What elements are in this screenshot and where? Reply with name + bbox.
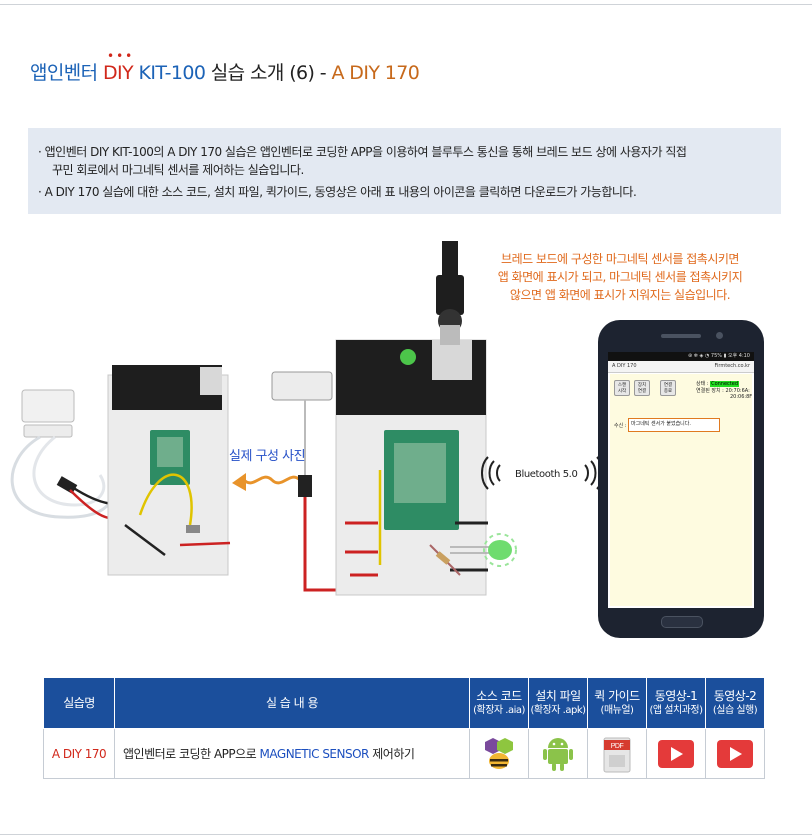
scan-start-button[interactable]: 스캔 시작 <box>614 380 630 396</box>
phone-mockup: ⊛ ❄ ◈ ◔ 75% ▮ 오후 4:10 A DIY 170 Firmtech… <box>598 320 764 638</box>
connection-state: 상태 : Connected <box>696 380 740 387</box>
header-video1-sub: (앱 설치과정) <box>649 705 703 716</box>
video1-cell <box>646 728 706 779</box>
caption-line-1: 브레드 보드에 구성한 마그네틱 센서를 접촉시키면 <box>501 252 739 266</box>
title-model: A DIY 170 <box>331 62 420 84</box>
table-row: A DIY 170 앱인벤터로 코딩한 APP으로 MAGNETIC SENSO… <box>43 728 765 779</box>
device-label: 연결된 장치 : <box>696 388 724 394</box>
practice-table: 실습명 실 습 내 용 소스 코드 (확장자 .aia) 설치 파일 (확장자 .a… <box>43 677 765 779</box>
app-title: A DIY 170 <box>612 363 637 369</box>
header-install: 설치 파일 (확장자 .apk) <box>528 677 588 729</box>
header-name-label: 실습명 <box>63 695 95 710</box>
right-breadboard <box>271 339 488 596</box>
state-value: Connected <box>710 381 740 387</box>
phone-screen: ⊛ ❄ ◈ ◔ 75% ▮ 오후 4:10 A DIY 170 Firmtech… <box>608 352 754 608</box>
header-video2: 동영상-2 (실습 실행) <box>705 677 765 729</box>
play-icon[interactable] <box>658 739 694 768</box>
header-install-label: 설치 파일 <box>535 689 581 703</box>
left-breadboard <box>107 365 231 576</box>
title-diy: •••DIY <box>102 49 134 84</box>
phone-speaker <box>661 334 701 338</box>
figure-caption: 브레드 보드에 구성한 마그네틱 센서를 접촉시키면 앱 화면에 표시가 되고,… <box>470 250 770 304</box>
header-source: 소스 코드 (확장자 .aia) <box>469 677 529 729</box>
header-guide-label: 퀵 가이드 <box>594 689 640 703</box>
page-title: 앱인벤터 •••DIY KIT-100 실습 소개 (6) - A DIY 17… <box>30 49 420 85</box>
content-highlight: MAGNETIC SENSOR <box>259 747 370 761</box>
green-led <box>450 533 517 567</box>
receive-label: 수신 : <box>614 423 627 429</box>
content-post: 제어하기 <box>372 747 415 761</box>
squiggle-arrow <box>242 475 302 485</box>
header-video2-sub: (실습 실행) <box>712 705 758 716</box>
header-content-label: 실 습 내 용 <box>265 695 319 710</box>
device-value-1: 20:70:6A: <box>725 388 750 394</box>
info-box: · 앱인벤터 DIY KIT-100의 A DIY 170 실습은 앱인벤터로 … <box>28 128 781 214</box>
title-kit: KIT-100 <box>138 62 206 84</box>
device-connect-button[interactable]: 장치 연결 <box>634 380 650 396</box>
source-code-cell <box>469 728 529 779</box>
disconnect-button[interactable]: 연결 종료 <box>660 380 676 396</box>
receive-textbox: 마그네틱 센서가 붙었습니다. <box>628 418 720 432</box>
table-header-row: 실습명 실 습 내 용 소스 코드 (확장자 .aia) 설치 파일 (확장자 .a… <box>43 677 765 729</box>
top-divider <box>0 4 812 5</box>
info-line-1: · 앱인벤터 DIY KIT-100의 A DIY 170 실습은 앱인벤터로 … <box>38 145 687 159</box>
caption-line-2: 앱 화면에 표시가 되고, 마그네틱 센서를 접촉시키지 <box>497 270 743 284</box>
caption-line-3: 않으면 앱 화면에 표시가 지워지는 실습입니다. <box>509 288 731 302</box>
bottom-divider <box>0 834 812 835</box>
usb-plug <box>436 241 464 345</box>
info-line-2: 꾸민 회로에서 마그네틱 센서를 제어하는 실습입니다. <box>52 163 304 177</box>
aia-bee-icon[interactable] <box>479 734 519 774</box>
disconnect-label: 연결 종료 <box>663 383 673 394</box>
title-brand: 앱인벤터 <box>30 62 98 84</box>
photo-label: 실제 구성 사진 <box>229 449 306 464</box>
state-label: 상태 : <box>696 381 709 387</box>
header-guide: 퀵 가이드 (매뉴얼) <box>587 677 647 729</box>
header-video1-label: 동영상-1 <box>654 689 698 703</box>
header-content: 실 습 내 용 <box>114 677 470 729</box>
title-diy-text: DIY <box>102 62 134 84</box>
app-title-bar: A DIY 170 Firmtech.co.kr <box>608 361 754 373</box>
hardware-illustration <box>10 241 604 596</box>
video2-cell <box>705 728 765 779</box>
header-name: 실습명 <box>43 677 115 729</box>
info-line-3: · A DIY 170 실습에 대한 소스 코드, 설치 파일, 퀵가이드, 동… <box>38 185 637 199</box>
phone-camera <box>716 332 723 339</box>
pdf-icon[interactable]: PDF <box>600 734 634 774</box>
content-pre: 앱인벤터로 코딩한 APP으로 <box>123 747 257 761</box>
header-guide-sub: (매뉴얼) <box>600 705 634 716</box>
install-file-cell <box>528 728 588 779</box>
play-icon[interactable] <box>717 739 753 768</box>
pdf-icon-label: PDF <box>611 743 624 750</box>
header-video1: 동영상-1 (앱 설치과정) <box>646 677 706 729</box>
header-video2-label: 동영상-2 <box>713 689 757 703</box>
header-source-label: 소스 코드 <box>476 689 522 703</box>
device-value-2: 20:06:8F <box>730 394 753 400</box>
title-intro: 실습 소개 (6) - <box>210 62 327 84</box>
row-content: 앱인벤터로 코딩한 APP으로 MAGNETIC SENSOR 제어하기 <box>114 728 470 779</box>
phone-home-button <box>661 616 703 628</box>
row-name: A DIY 170 <box>43 728 115 779</box>
connected-device: 연결된 장치 : 20:70:6A: 20:06:8F <box>696 388 752 400</box>
app-domain: Firmtech.co.kr <box>714 363 750 369</box>
bluetooth-label: Bluetooth 5.0 <box>515 469 578 480</box>
title-dots: ••• <box>106 49 135 63</box>
device-connect-label: 장치 연결 <box>637 383 647 394</box>
app-body: 스캔 시작 장치 연결 연결 종료 상태 : Connected 연결된 장치 … <box>610 374 752 606</box>
quick-guide-cell: PDF <box>587 728 647 779</box>
header-install-sub: (확장자 .apk) <box>530 705 586 716</box>
header-source-sub: (확장자 .aia) <box>473 705 525 716</box>
scan-start-label: 스캔 시작 <box>617 383 627 394</box>
status-bar: ⊛ ❄ ◈ ◔ 75% ▮ 오후 4:10 <box>608 352 754 361</box>
android-icon[interactable] <box>540 734 576 774</box>
